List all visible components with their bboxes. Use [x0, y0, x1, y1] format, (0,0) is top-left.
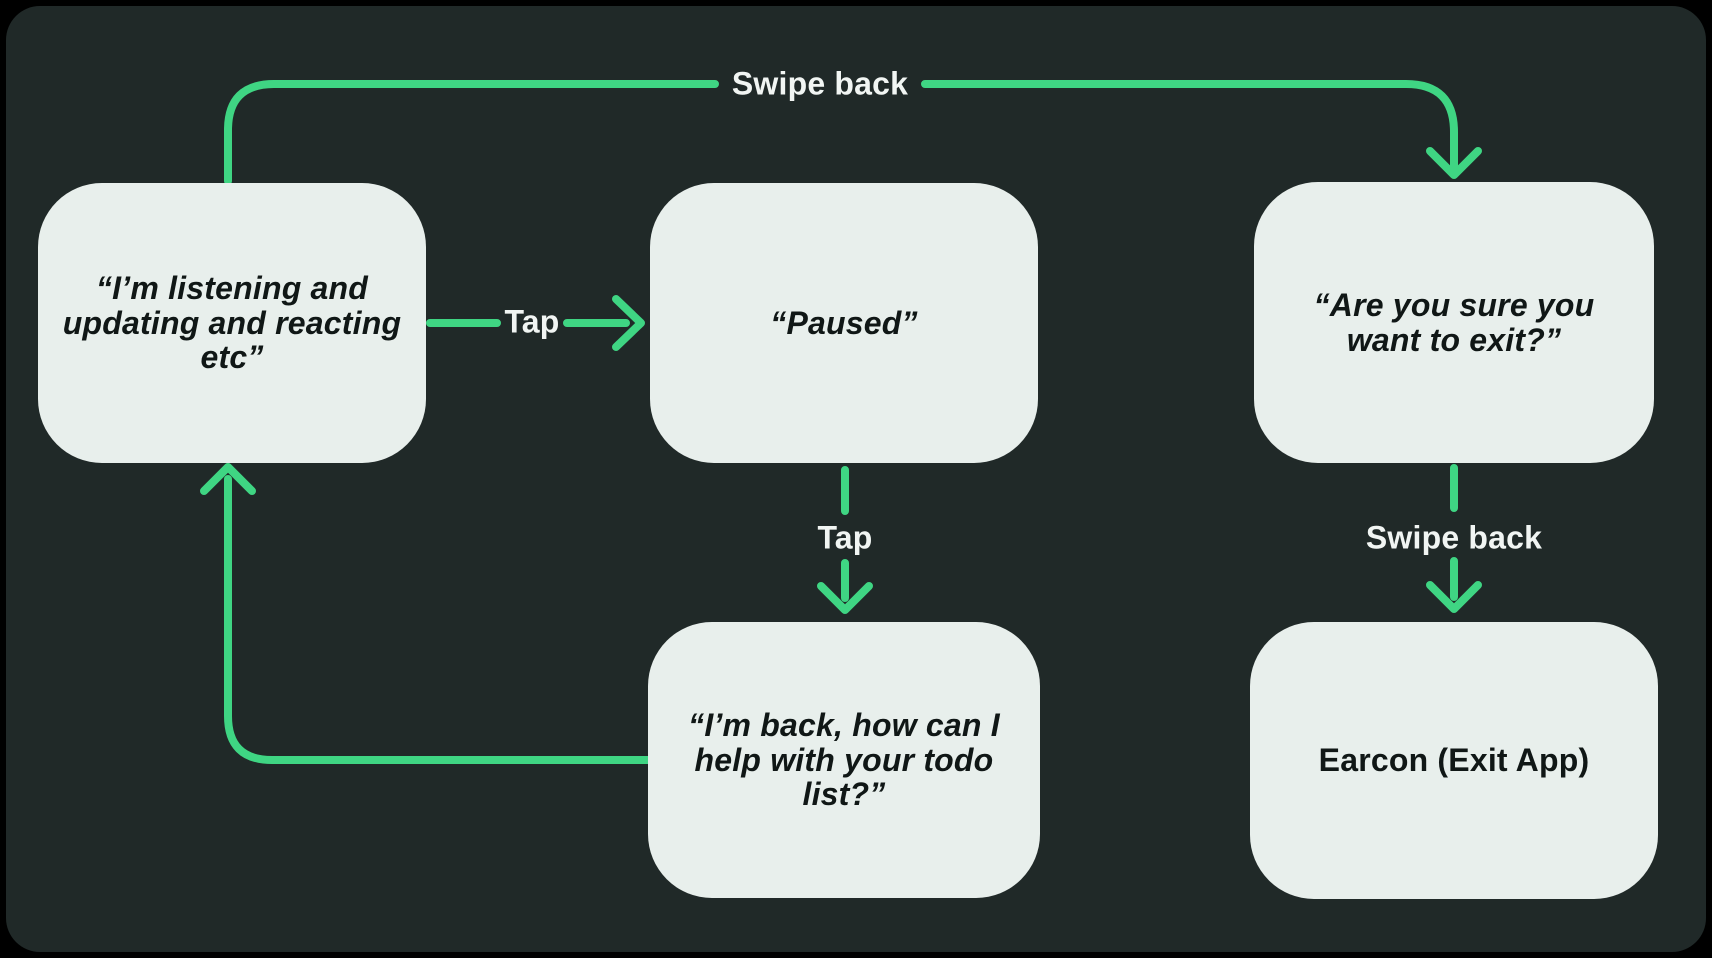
connector-swipe-back-top-icon [224, 80, 1482, 185]
node-earcon-exit-state: Earcon (Exit App) [1250, 622, 1658, 899]
edge-label-tap-resume: Tap [817, 519, 873, 556]
connector-loop-back-icon [200, 463, 652, 764]
node-confirm-exit-state: “Are you sure you want to exit?” [1254, 182, 1654, 463]
node-paused-state: “Paused” [650, 183, 1038, 463]
edge-label-swipe-back-top: Swipe back [731, 65, 909, 102]
connector-tap-pause-icon [426, 295, 645, 351]
node-resume-state: “I’m back, how can I help with your todo… [648, 622, 1040, 898]
node-listening-state: “I’m listening and updating and reacting… [38, 183, 426, 463]
edge-label-tap-pause: Tap [504, 303, 560, 340]
connector-tap-resume-icon [817, 466, 873, 614]
connector-swipe-back-exit-icon [1426, 464, 1482, 613]
edge-label-swipe-back-exit: Swipe back [1365, 519, 1543, 556]
